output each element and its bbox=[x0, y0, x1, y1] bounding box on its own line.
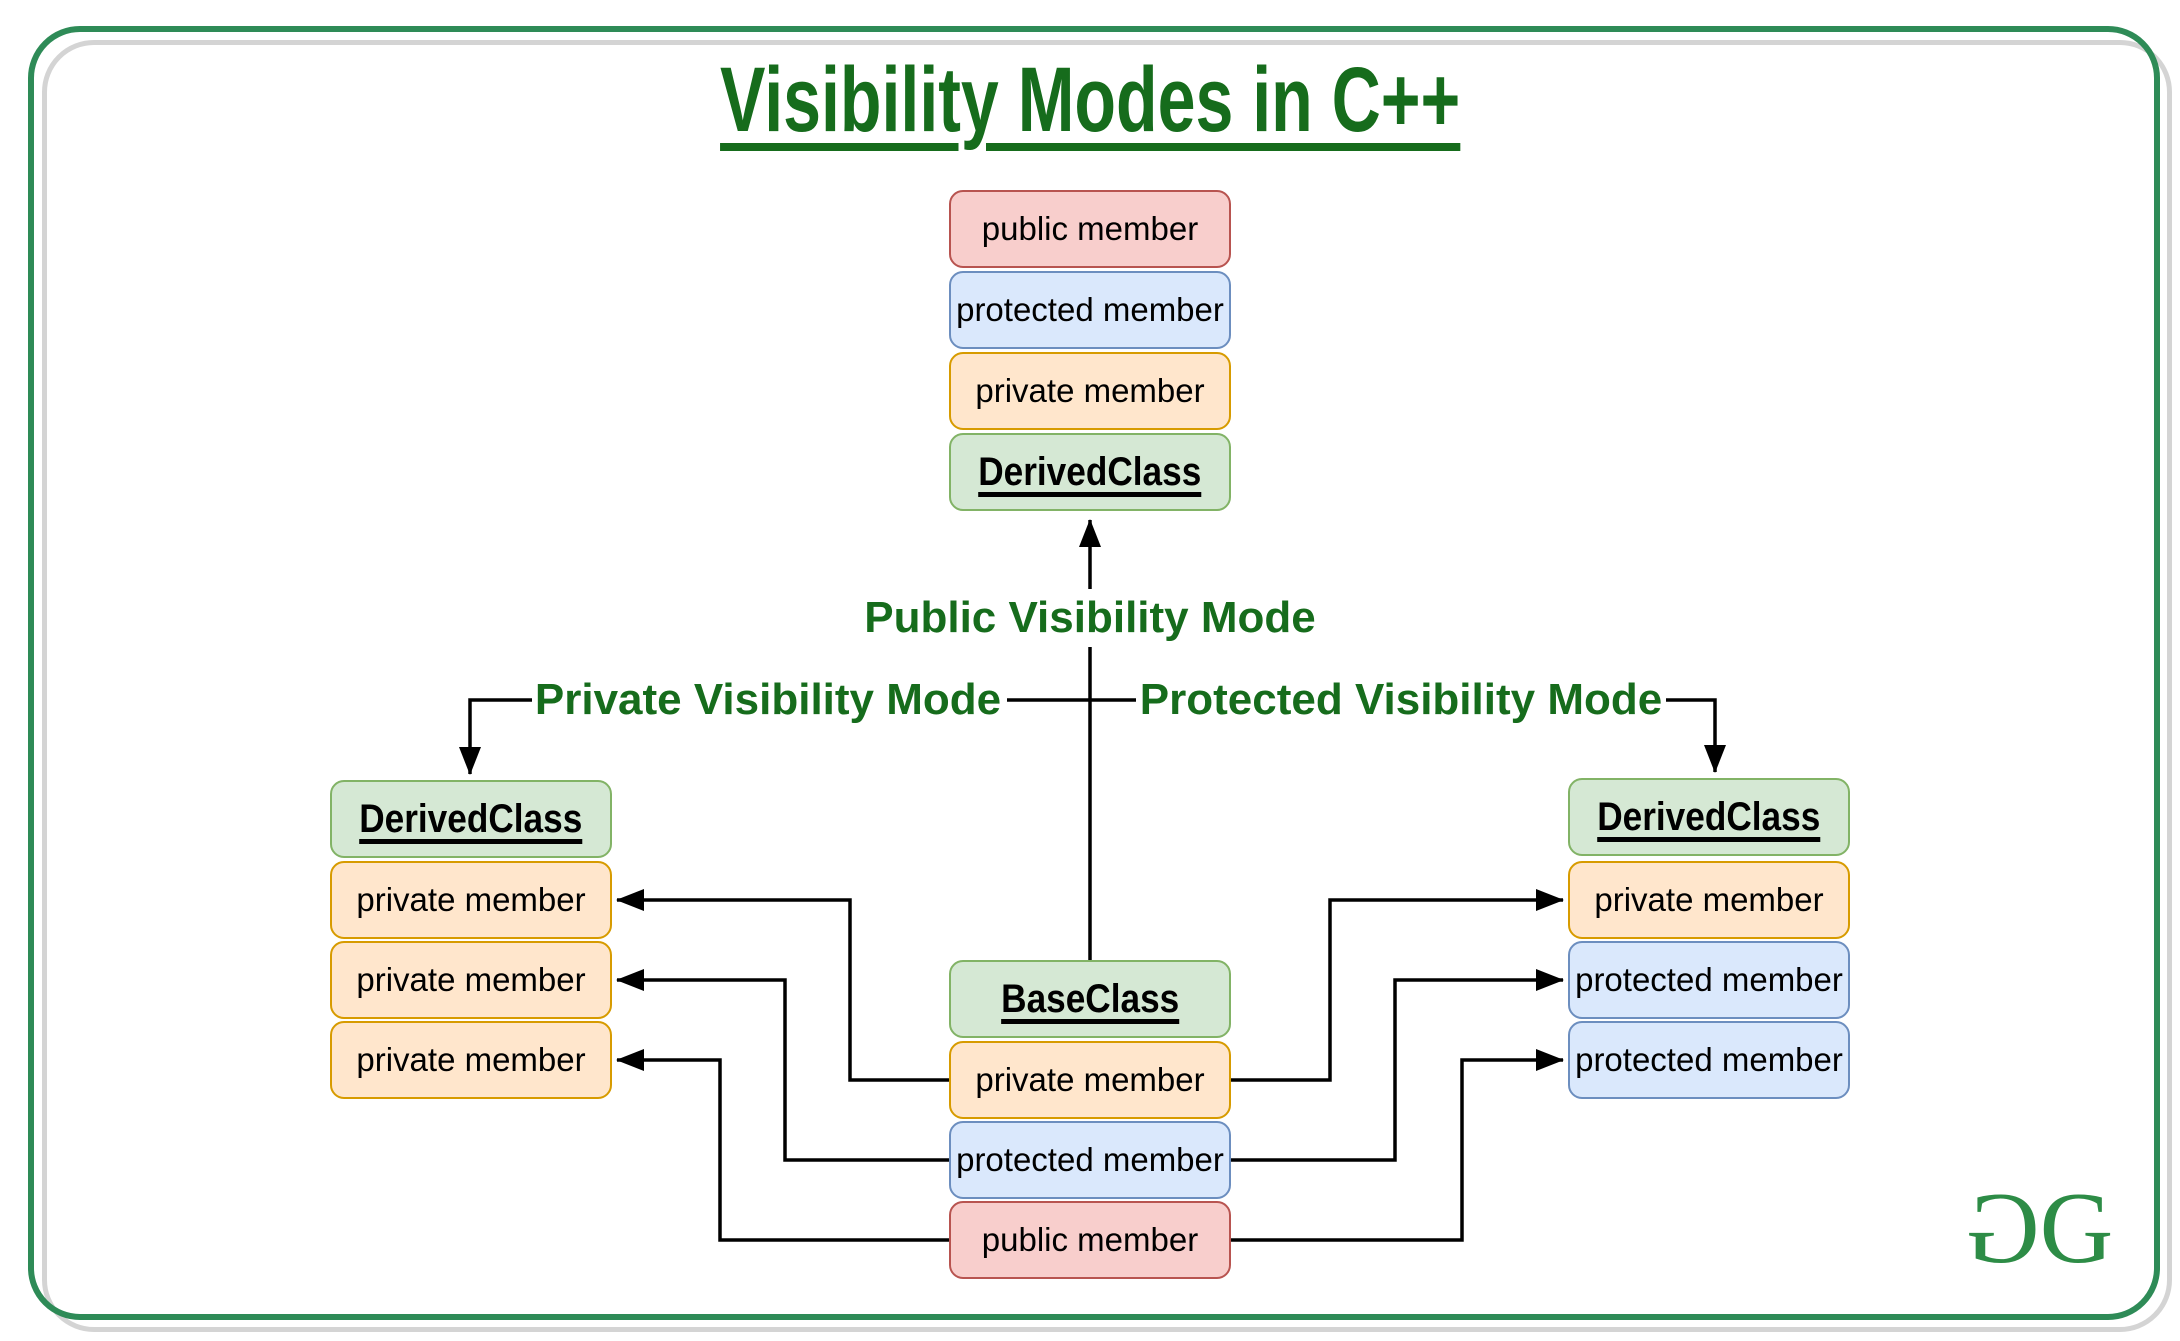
member-box-private: private member bbox=[330, 1021, 612, 1099]
member-box-private: private member bbox=[330, 941, 612, 1019]
member-box-protected: protected member bbox=[949, 271, 1231, 349]
class-name-text: DerivedClass bbox=[1597, 794, 1821, 839]
logo-g: G bbox=[2039, 1172, 2114, 1285]
class-name-text: DerivedClass bbox=[978, 449, 1202, 494]
member-box-private: private member bbox=[949, 352, 1231, 430]
class-box-derived-left: DerivedClass bbox=[330, 780, 612, 858]
class-name-text: BaseClass bbox=[1000, 976, 1180, 1021]
member-box-private: private member bbox=[1568, 861, 1850, 939]
class-box-base: BaseClass bbox=[949, 960, 1231, 1038]
frame-border bbox=[28, 26, 2160, 1320]
member-box-protected: protected member bbox=[1568, 1021, 1850, 1099]
page-title-text: Visibility Modes in C++ bbox=[719, 49, 1461, 151]
member-box-public: public member bbox=[949, 190, 1231, 268]
label-protected-visibility-mode: Protected Visibility Mode bbox=[1139, 675, 1663, 724]
geeksforgeeks-logo-icon: GG bbox=[1972, 1172, 2113, 1285]
class-box-derived-top: DerivedClass bbox=[949, 433, 1231, 511]
page-title: Visibility Modes in C++ bbox=[0, 48, 2180, 154]
class-box-derived-right: DerivedClass bbox=[1568, 778, 1850, 856]
member-box-protected: protected member bbox=[949, 1121, 1231, 1199]
member-box-protected: protected member bbox=[1568, 941, 1850, 1019]
class-name-text: DerivedClass bbox=[359, 796, 583, 841]
member-box-public: public member bbox=[949, 1201, 1231, 1279]
logo-g-mirrored: G bbox=[1972, 1172, 2040, 1285]
label-public-visibility-mode: Public Visibility Mode bbox=[854, 589, 1326, 647]
frame-shadow bbox=[42, 40, 2172, 1332]
member-box-private: private member bbox=[330, 861, 612, 939]
label-private-visibility-mode: Private Visibility Mode bbox=[534, 675, 1002, 724]
member-box-private: private member bbox=[949, 1041, 1231, 1119]
